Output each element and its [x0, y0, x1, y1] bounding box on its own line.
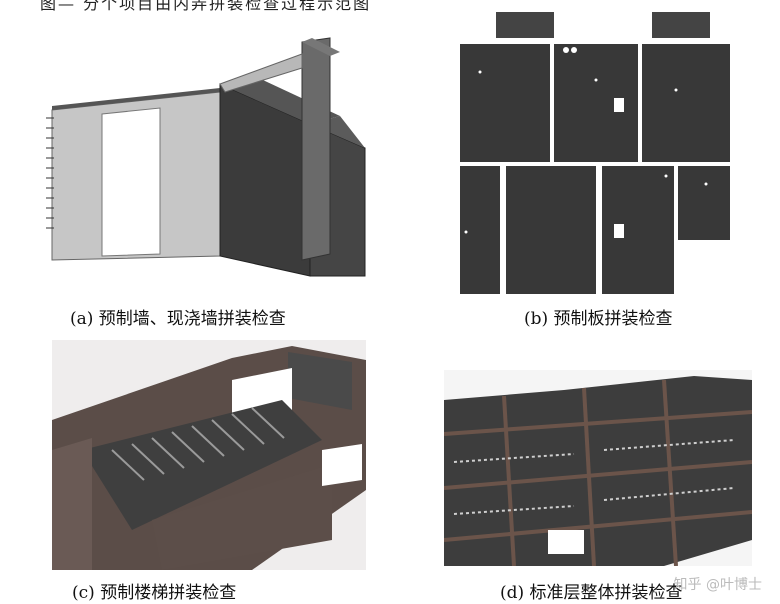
- figure-d-image: [444, 370, 752, 566]
- header-fragment-text: 图— 分个项目由内弄拼装检查过程示范图: [40, 0, 372, 12]
- header-fragment: 图— 分个项目由内弄拼装检查过程示范图: [0, 0, 780, 12]
- figure-d-caption: (d) 标准层整体拼装检查: [500, 583, 683, 603]
- figure-a-caption: (a) 预制墙、现浇墙拼装检查: [70, 309, 286, 329]
- watermark: 知乎 @叶博士: [673, 577, 762, 593]
- figure-c-caption: (c) 预制楼梯拼装检查: [72, 583, 237, 603]
- figure-a-image: [40, 28, 380, 290]
- figure-b-image: [456, 10, 734, 298]
- figure-b-caption: (b) 预制板拼装检查: [524, 309, 673, 329]
- figure-c-image: [52, 340, 366, 570]
